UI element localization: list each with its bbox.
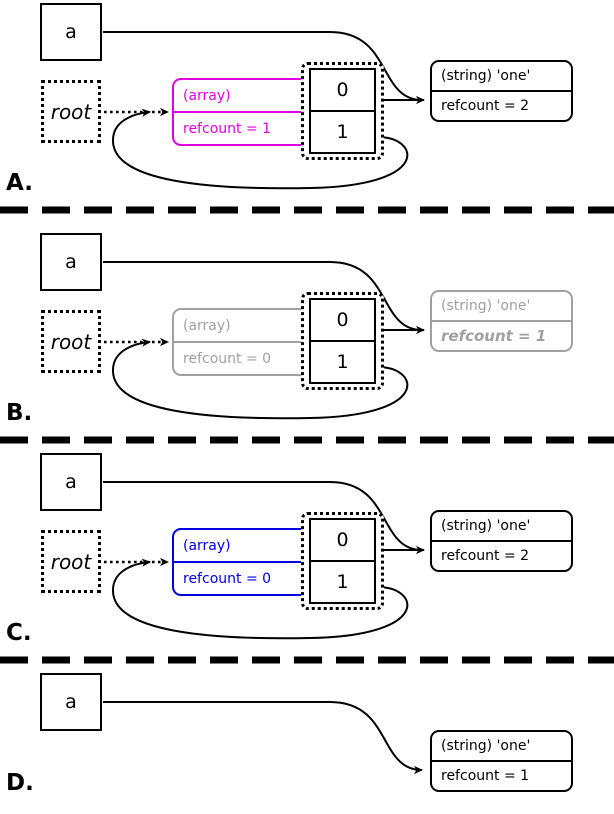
string-record[interactable]: (string) 'one' refcount = 1 [430,290,573,352]
variable-label: a [65,21,77,43]
string-type-label: (string) 'one' [432,292,571,322]
array-type-label: (array) [174,310,315,343]
string-refcount-label: refcount = 2 [441,98,530,114]
string-refcount-label: refcount = 1 [441,768,530,784]
panel-b: a root (array) refcount = 0 0 1 (string)… [0,230,614,440]
array-cells[interactable]: 0 1 [309,68,376,154]
string-refcount-label: refcount = 2 [441,548,530,564]
variable-label: a [65,251,77,273]
variable-box-a[interactable]: a [40,673,102,731]
root-label: root [50,549,92,574]
variable-box-a[interactable]: a [40,3,102,61]
array-record[interactable]: (array) refcount = 1 [172,78,317,146]
array-refcount-label: refcount = 0 [183,570,272,587]
array-index-0[interactable]: 0 [311,300,374,342]
string-record[interactable]: (string) 'one' refcount = 2 [430,510,573,572]
panel-letter-c: C. [6,620,32,646]
variable-box-a[interactable]: a [40,453,102,511]
array-refcount-label: refcount = 0 [183,350,272,367]
variable-label: a [65,471,77,493]
panel-letter-b: B. [6,400,33,426]
variable-box-a[interactable]: a [40,233,102,291]
string-refcount-label: refcount = 1 [441,327,547,345]
panel-letter-d: D. [6,770,34,796]
array-index-1[interactable]: 1 [336,351,349,373]
string-record[interactable]: (string) 'one' refcount = 1 [430,730,573,792]
array-cells[interactable]: 0 1 [309,518,376,604]
array-type-label: (array) [174,80,315,113]
array-index-1[interactable]: 1 [336,571,349,593]
array-cells[interactable]: 0 1 [309,298,376,384]
root-box[interactable]: root [41,80,101,143]
root-box[interactable]: root [41,310,101,373]
array-index-1[interactable]: 1 [336,121,349,143]
array-index-0[interactable]: 0 [311,70,374,112]
panel-letter-a: A. [6,170,33,196]
string-type-label: (string) 'one' [432,732,571,762]
panel-c: a root (array) refcount = 0 0 1 (string)… [0,450,614,660]
array-type-label: (array) [174,530,315,563]
panel-a: a root (array) refcount = 1 0 1 (string)… [0,0,614,210]
root-box[interactable]: root [41,530,101,593]
string-type-label: (string) 'one' [432,62,571,92]
root-label: root [50,329,92,354]
string-type-label: (string) 'one' [432,512,571,542]
array-refcount-label: refcount = 1 [183,120,272,137]
variable-label: a [65,691,77,713]
array-record[interactable]: (array) refcount = 0 [172,308,317,376]
root-label: root [50,99,92,124]
string-record[interactable]: (string) 'one' refcount = 2 [430,60,573,122]
array-record[interactable]: (array) refcount = 0 [172,528,317,596]
panel-d: a (string) 'one' refcount = 1 D. [0,670,614,814]
array-index-0[interactable]: 0 [311,520,374,562]
